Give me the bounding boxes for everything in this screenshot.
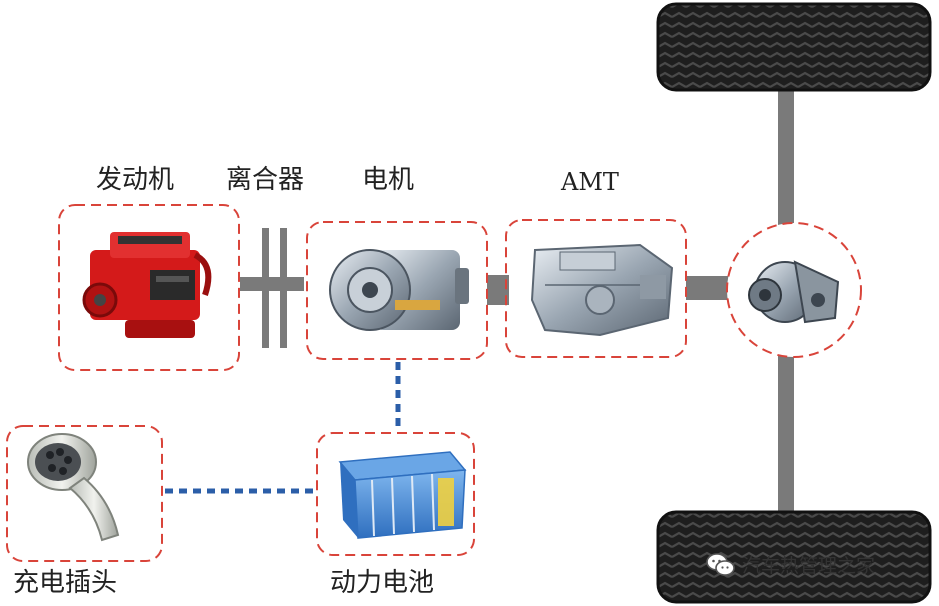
amt-label: AMT xyxy=(561,168,619,196)
battery-box xyxy=(316,432,475,556)
watermark-text: 汽车热管理之家 xyxy=(742,555,876,577)
engine-icon xyxy=(82,232,212,338)
shaft-engine-clutch xyxy=(240,277,304,291)
engine-label: 发动机 xyxy=(96,165,175,195)
battery-icon xyxy=(338,451,467,539)
differential-icon xyxy=(748,260,840,324)
wechat-icon xyxy=(706,552,735,576)
clutch-label: 离合器 xyxy=(226,165,305,195)
battery-label: 动力电池 xyxy=(330,568,435,598)
charging-plug-label: 充电插头 xyxy=(13,568,118,598)
amt-box xyxy=(505,219,687,358)
engine-box xyxy=(58,204,240,371)
motor-box xyxy=(306,221,488,360)
motor-label: 电机 xyxy=(362,165,415,195)
motor-icon xyxy=(329,249,469,331)
amt-gearbox-icon xyxy=(530,243,674,337)
charging-plug-icon xyxy=(27,433,120,542)
top-tire xyxy=(656,2,932,92)
bottom-tire xyxy=(656,510,932,604)
charging-plug-box xyxy=(6,425,163,562)
clutch-icon xyxy=(262,228,287,348)
watermark: 汽车热管理之家 xyxy=(706,551,875,578)
shaft-amt-differential xyxy=(686,276,730,300)
shaft-motor-amt xyxy=(487,275,509,305)
